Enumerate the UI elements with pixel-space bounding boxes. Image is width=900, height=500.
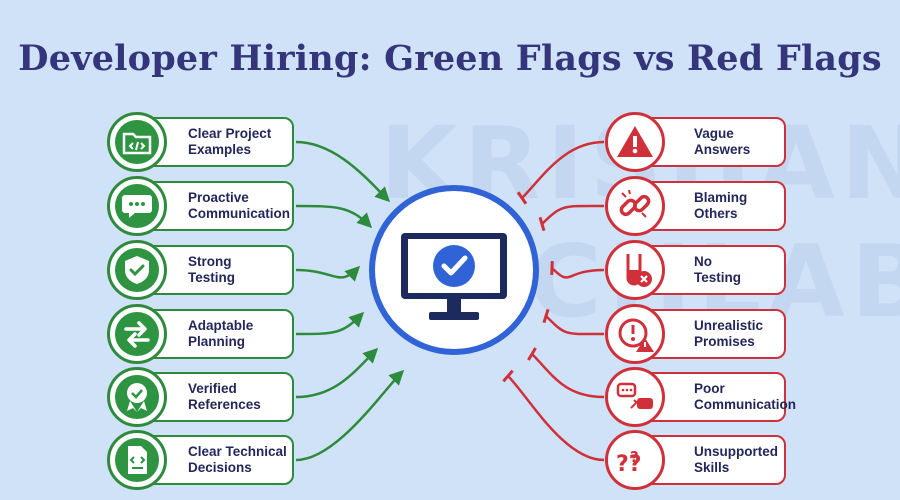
- red-connector-4: [545, 315, 605, 336]
- warning-triangle-badge: [605, 112, 665, 172]
- red-connector-1: [521, 140, 605, 199]
- code-folder-icon: [122, 132, 152, 155]
- svg-text:??: ??: [616, 452, 642, 477]
- icon-circle: [115, 120, 159, 164]
- chat-bubble-badge: [107, 176, 167, 236]
- broken-link-icon: [619, 189, 651, 218]
- broken-chat-badge: [605, 367, 665, 427]
- flag-label: Adaptable Planning: [188, 318, 254, 349]
- red-connector-stop-1: [516, 191, 528, 205]
- red-connector-stop-2: [538, 216, 546, 232]
- red-connector-3: [551, 267, 605, 279]
- flag-label: Proactive Communication: [188, 190, 291, 221]
- icon-circle: [613, 312, 657, 356]
- award-badge-badge: [107, 367, 167, 427]
- red-connector-stop-4: [542, 308, 550, 324]
- page-title: Developer Hiring: Green Flags vs Red Fla…: [18, 38, 882, 79]
- svg-text:?: ?: [630, 448, 639, 466]
- shield-check-badge: [107, 240, 167, 300]
- green-connector-6: [295, 369, 405, 462]
- shield-check-icon: [125, 256, 149, 284]
- green-connector-2: [295, 204, 373, 229]
- test-tube-x-icon: [626, 254, 652, 287]
- broken-chat-icon: [616, 382, 653, 409]
- flag-label: Blaming Others: [694, 190, 748, 221]
- test-tube-x-badge: [605, 240, 665, 300]
- switch-arrows-icon: [124, 321, 150, 348]
- warning-triangle-icon: [617, 126, 653, 157]
- center-hub: [369, 185, 539, 355]
- icon-circle: [613, 184, 657, 228]
- question-marks-badge: ???: [605, 430, 665, 490]
- flag-label: Unsupported Skills: [694, 444, 778, 475]
- clock-warning-icon: [618, 318, 654, 352]
- red-connector-stop-6: [502, 369, 514, 383]
- icon-circle: [115, 184, 159, 228]
- icon-circle: [613, 120, 657, 164]
- icon-circle: [115, 438, 159, 482]
- icon-circle: ???: [613, 438, 657, 482]
- flag-label: Vague Answers: [694, 126, 751, 157]
- green-connector-5: [295, 347, 379, 399]
- icon-circle: [613, 375, 657, 419]
- icon-circle: [115, 312, 159, 356]
- icon-circle: [613, 248, 657, 292]
- chat-bubble-icon: [122, 195, 152, 218]
- clock-warning-badge: [605, 304, 665, 364]
- icon-circle: [115, 248, 159, 292]
- red-connector-stop-5: [527, 347, 537, 361]
- red-connector-stop-3: [550, 260, 554, 276]
- flag-label: Verified References: [188, 381, 261, 412]
- flag-label: Clear Project Examples: [188, 126, 272, 157]
- green-flag-2: Proactive Communication: [120, 181, 294, 231]
- code-document-icon: [128, 446, 147, 474]
- red-connector-6: [507, 375, 605, 462]
- code-folder-badge: [107, 112, 167, 172]
- switch-arrows-badge: [107, 304, 167, 364]
- flag-label: Poor Communication: [694, 381, 797, 412]
- green-connector-3: [295, 265, 361, 282]
- red-connector-2: [541, 204, 605, 225]
- question-marks-icon: ???: [616, 448, 642, 477]
- red-connector-5: [531, 353, 605, 399]
- code-document-badge: [107, 430, 167, 490]
- flag-label: Clear Technical Decisions: [188, 444, 287, 475]
- broken-link-badge: [605, 176, 665, 236]
- green-connector-4: [295, 311, 365, 336]
- monitor-checkmark-icon: [401, 233, 507, 320]
- flag-label: Unrealistic Promises: [694, 318, 764, 349]
- flag-label: No Testing: [694, 254, 741, 285]
- green-connector-1: [295, 140, 391, 203]
- flag-label: Strong Testing: [188, 254, 235, 285]
- award-badge-icon: [127, 383, 147, 412]
- icon-circle: [115, 375, 159, 419]
